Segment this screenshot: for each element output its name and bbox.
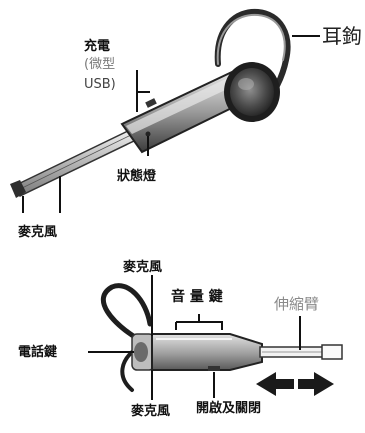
extend-arrow — [256, 372, 334, 396]
micro-usb-label-line2: USB) — [84, 77, 116, 92]
side-earbud-shape — [134, 342, 148, 362]
bottom-leader-lines — [88, 275, 301, 400]
charge-label: 充電 — [84, 39, 111, 54]
power-on-off-label: 開啟及關閉 — [196, 401, 262, 416]
status-light-label: 狀態燈 — [117, 169, 157, 184]
side-ear-hook-shape — [100, 283, 153, 347]
boom-tip-shape — [10, 180, 26, 198]
microphone-bottom-label: 麥克風 — [131, 404, 171, 419]
micro-usb-label-line1: (微型 — [84, 57, 116, 72]
microphone-top-label: 麥克風 — [18, 225, 58, 240]
top-leader-lines — [22, 35, 320, 213]
telescopic-arm-label: 伸縮臂 — [274, 295, 320, 313]
volume-key-label: 音 量 鍵 — [171, 289, 223, 305]
headset-top-view — [10, 8, 291, 198]
call-key-label: 電話鍵 — [18, 345, 58, 360]
earbud-shape — [230, 68, 274, 116]
headset-side-view — [100, 283, 343, 392]
ear-hook-label: 耳鉤 — [322, 24, 362, 48]
status-light-dot — [145, 131, 151, 137]
boom-arm-shape — [12, 129, 138, 197]
microphone-upper-label: 麥克風 — [123, 260, 163, 275]
